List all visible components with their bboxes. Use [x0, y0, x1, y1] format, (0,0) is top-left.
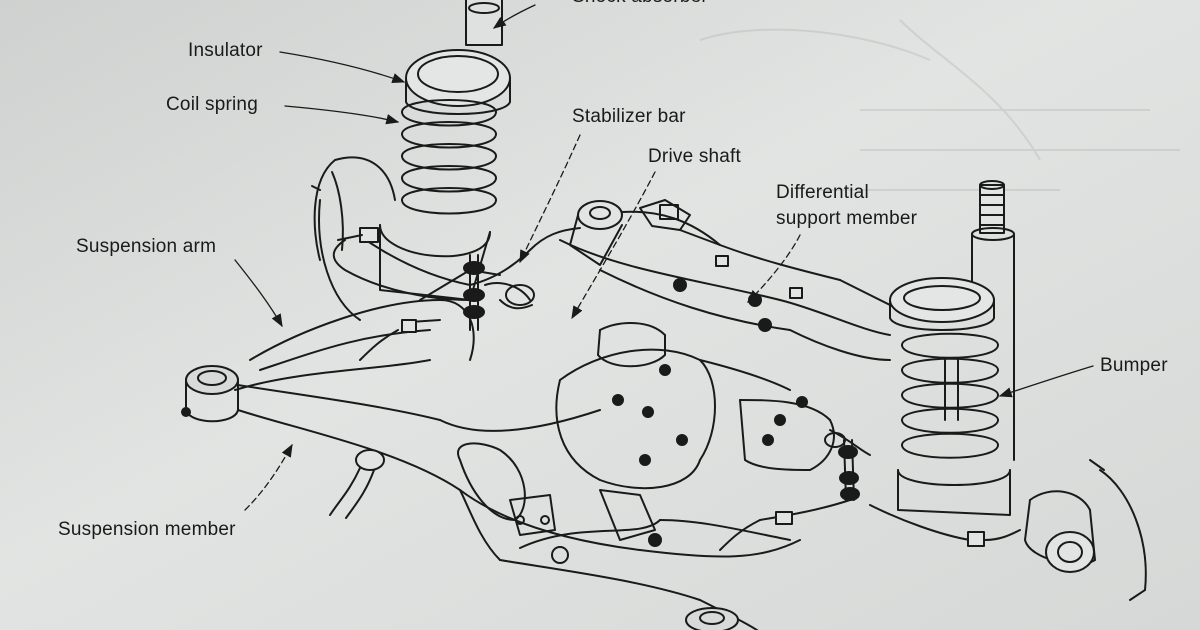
label-insulator: Insulator: [188, 40, 263, 61]
differential-support-member: [559, 229, 901, 361]
right-shock-absorber: [971, 180, 1015, 461]
bleed-through-marks: [699, 19, 1180, 191]
left-brake-line: [337, 227, 441, 361]
left-brake-drum: [311, 156, 396, 321]
linework: [181, 0, 1147, 630]
leader-drive-shaft: [571, 171, 656, 320]
leader-suspension-member: [244, 443, 293, 511]
right-spring-seat: [897, 469, 1011, 516]
leader-insulator: [279, 51, 406, 84]
label-stabilizer-bar: Stabilizer bar: [572, 106, 686, 127]
label-suspension-member: Suspension member: [58, 519, 236, 540]
leader-coil-spring: [284, 105, 400, 125]
lower-bushing: [551, 489, 739, 630]
left-drive-shaft: [484, 282, 535, 310]
leader-shock-absorber: [492, 4, 536, 29]
right-coil-spring: [901, 332, 999, 459]
leader-suspension-arm: [234, 259, 283, 328]
right-brake-lines: [719, 499, 1021, 551]
left-insulator: [405, 49, 511, 115]
left-stabilizer-link: [463, 254, 485, 331]
right-insulator: [889, 277, 995, 331]
label-bumper: Bumper: [1100, 355, 1168, 376]
member-cutout: [457, 442, 556, 536]
leader-stabilizer-bar: [519, 134, 581, 264]
suspension-member: [237, 384, 801, 630]
leader-bumper: [998, 365, 1094, 398]
right-hub: [1024, 459, 1147, 601]
leader-differential-support: [747, 234, 801, 303]
label-coil-spring: Coil spring: [166, 94, 258, 115]
left-coil-spring: [401, 99, 497, 215]
label-differential-support-member: Differential support member: [776, 182, 918, 229]
label-drive-shaft: Drive shaft: [648, 146, 742, 167]
label-suspension-arm: Suspension arm: [76, 236, 217, 257]
right-stabilizer-link: [838, 439, 860, 501]
leader-lines: [234, 4, 1094, 511]
right-bumper: [944, 359, 959, 421]
left-shock-absorber: [465, 0, 503, 46]
differential-housing: [555, 322, 835, 490]
label-shock-absorber: Shock absorber: [572, 0, 708, 8]
